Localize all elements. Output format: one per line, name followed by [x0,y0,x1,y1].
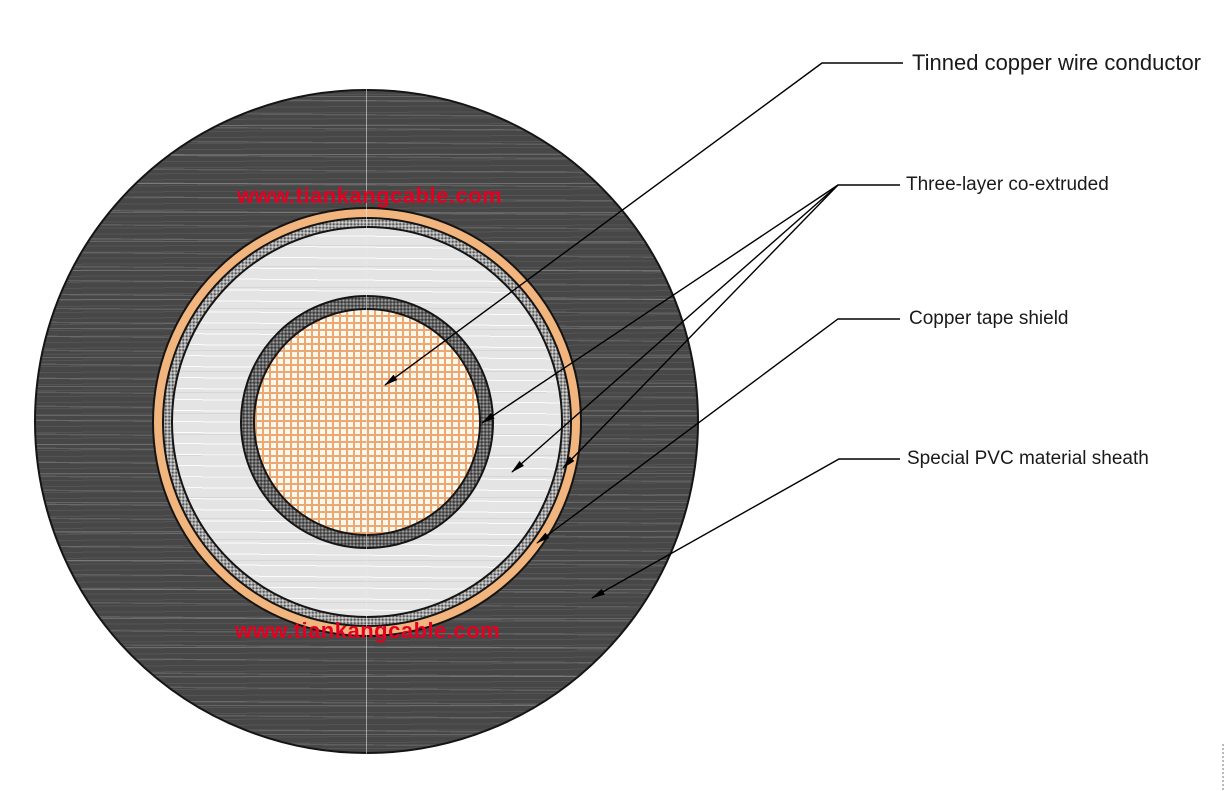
label-copper-tape-shield: Copper tape shield [909,308,1069,329]
vertical-centerline [366,89,367,754]
label-tinned-copper-conductor: Tinned copper wire conductor [912,50,1202,75]
label-three-layer-co-extruded: Three-layer co-extruded [906,174,1109,195]
conductor-crosshatch [253,308,481,536]
watermark-top: www.tiankangcable.com [237,183,503,208]
watermark-bottom: www.tiankangcable.com [235,618,501,643]
page-edge-artifact [1222,744,1224,790]
label-special-pvc-sheath: Special PVC material sheath [907,448,1149,469]
